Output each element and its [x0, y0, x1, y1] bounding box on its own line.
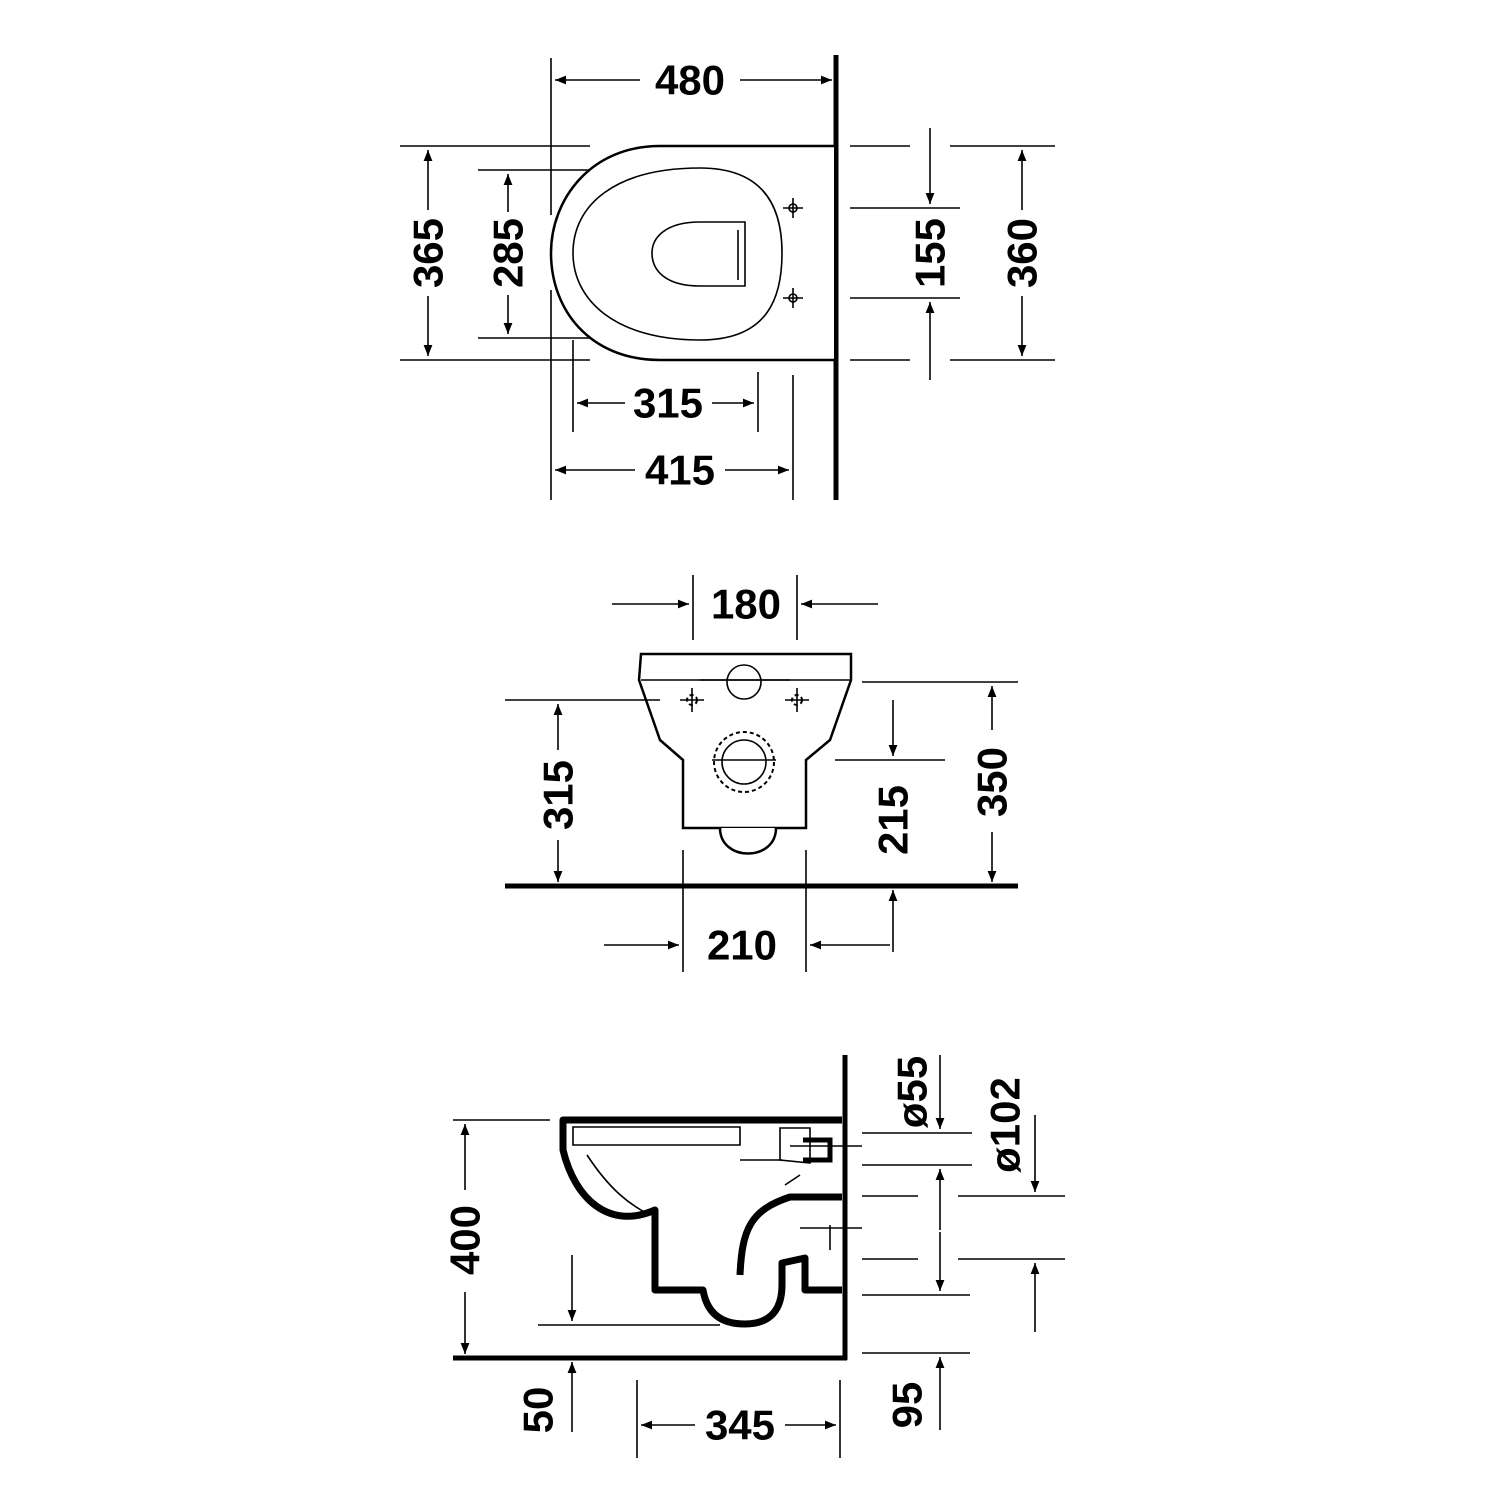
front-view: 180 315 215 350 210	[505, 575, 1018, 972]
seat-outline	[572, 167, 783, 341]
dim-diameter-55: ø55	[889, 1056, 936, 1128]
mounting-hole-icon	[783, 198, 803, 218]
dim-345: 345	[705, 1402, 775, 1449]
dim-400: 400	[442, 1205, 489, 1275]
dim-50: 50	[515, 1387, 562, 1434]
mounting-hole-icon	[680, 688, 704, 712]
dim-95: 95	[884, 1382, 931, 1429]
outlet-circle	[713, 731, 775, 793]
dim-415: 415	[645, 447, 715, 494]
dim-155: 155	[907, 218, 954, 288]
dim-diameter-102: ø102	[982, 1077, 1029, 1173]
dim-360: 360	[999, 218, 1046, 288]
dim-285: 285	[485, 218, 532, 288]
dim-350: 350	[969, 747, 1016, 817]
bowl-outline-side	[559, 1116, 842, 1328]
flush-opening	[651, 221, 746, 287]
outlet-bump	[718, 827, 778, 855]
dim-180: 180	[711, 581, 781, 628]
side-view: 400 50 345 95 ø55 ø102	[442, 1055, 1065, 1458]
dim-215: 215	[870, 785, 917, 855]
inlet-circle	[726, 664, 762, 700]
mounting-hole-icon	[785, 688, 809, 712]
dim-365: 365	[405, 218, 452, 288]
mounting-hole-icon	[783, 288, 803, 308]
dim-315-front: 315	[535, 760, 582, 830]
dim-315-top: 315	[633, 380, 703, 427]
dim-480: 480	[655, 57, 725, 104]
bowl-outline-top	[549, 144, 834, 362]
dim-210: 210	[707, 922, 777, 969]
top-view: 480 365 285 315 415 155	[400, 55, 1055, 500]
